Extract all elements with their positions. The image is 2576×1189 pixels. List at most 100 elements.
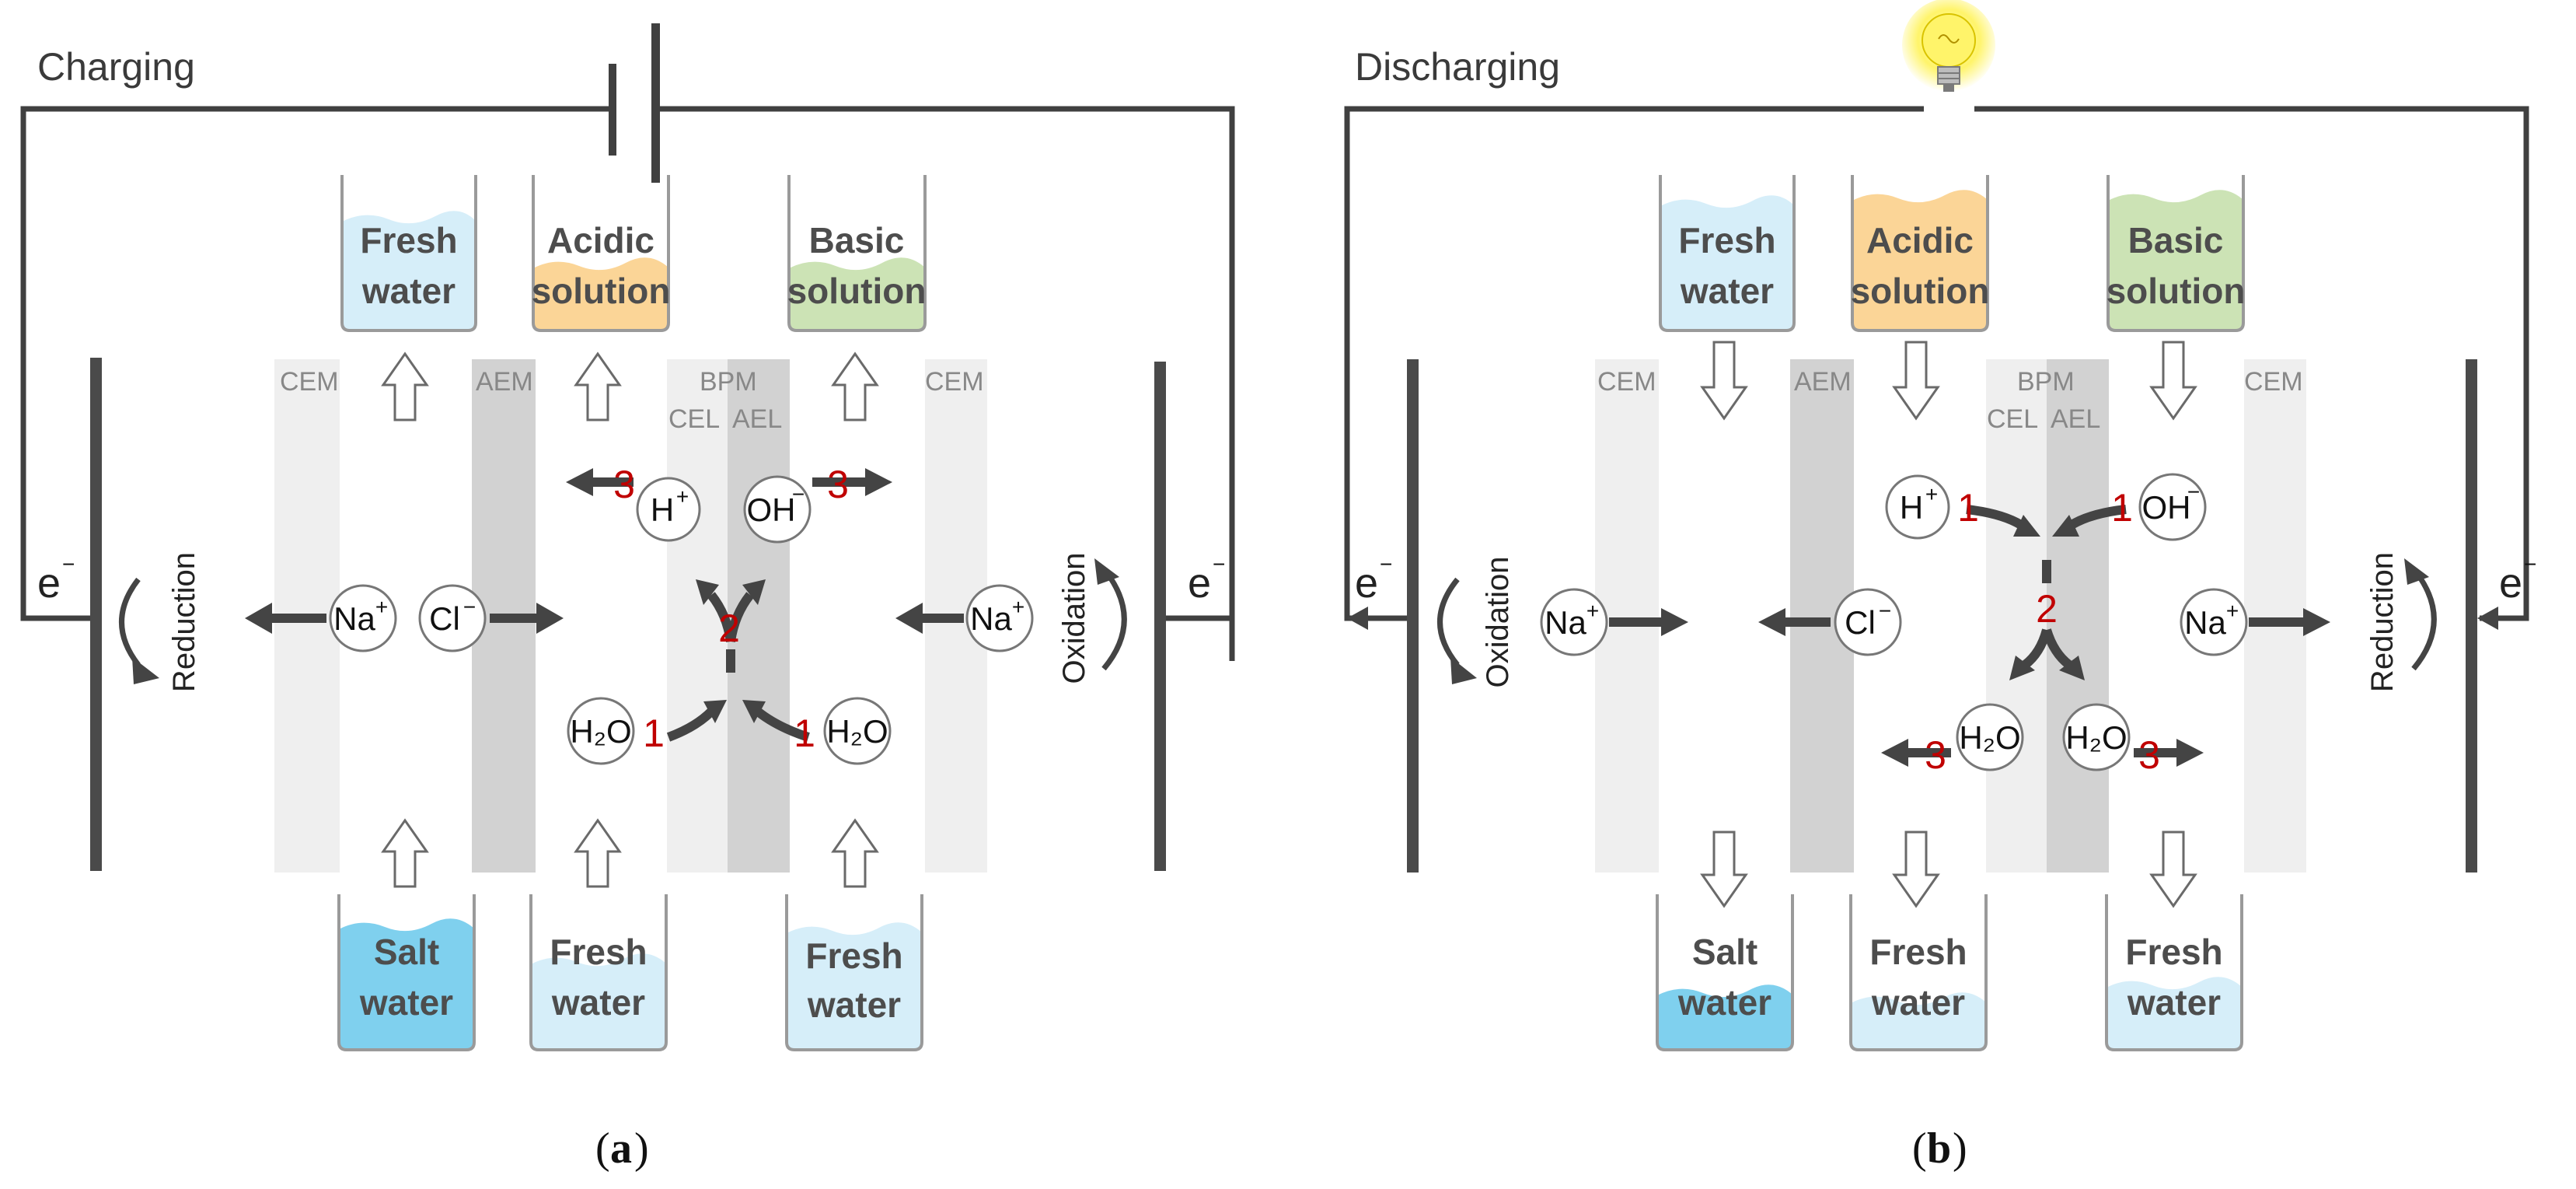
svg-text:Na: Na bbox=[333, 600, 375, 637]
panel-a-arrow-h2o-left bbox=[666, 708, 715, 742]
panel-a-oxidation-label: Oxidation bbox=[1057, 553, 1091, 684]
panel-a-flow-arrow-bottom-2 bbox=[574, 818, 622, 888]
panel-b-anode-plate bbox=[1407, 359, 1419, 873]
panel-a-flow-arrow-bottom-1 bbox=[381, 818, 429, 888]
panel-a-arrowhead-split-right bbox=[742, 579, 766, 605]
panel-a-electron-left: e − bbox=[37, 552, 75, 607]
svg-text:Acidic: Acidic bbox=[1866, 220, 1974, 261]
panel-a-beaker-bottom-salt: Salt water bbox=[337, 894, 476, 1051]
panel-a-label-cem-left: CEM bbox=[280, 367, 339, 397]
panel-b-ion-h2o-left: H₂O bbox=[1956, 703, 2024, 771]
battery-icon bbox=[609, 23, 660, 183]
panel-b-ion-h2o-right: H₂O bbox=[2062, 703, 2131, 771]
panel-b-step-3-right: 3 bbox=[2138, 733, 2160, 777]
panel-a-label-aem: AEM bbox=[476, 367, 533, 397]
svg-text:water: water bbox=[359, 982, 453, 1023]
panel-b-step-3-left: 3 bbox=[1925, 733, 1946, 777]
panel-b-flow-arrow-top-2 bbox=[1892, 341, 1940, 421]
panel-a-electron-right: e − bbox=[1188, 552, 1225, 607]
panel-a-flow-arrow-bottom-3 bbox=[831, 818, 879, 888]
panel-b-flow-arrow-top-3 bbox=[2149, 341, 2197, 421]
panel-b-electron-left: e − bbox=[1355, 552, 1392, 607]
panel-b-ion-cl: Cl − bbox=[1834, 588, 1902, 656]
panel-a-ion-h2o-right: H₂O bbox=[823, 697, 892, 765]
panel-a-label-cem-right: CEM bbox=[925, 367, 984, 397]
panel-a-label-bpm: BPM bbox=[700, 367, 757, 397]
panel-b-electron-arrowhead-right bbox=[2477, 607, 2498, 630]
panel-a-beaker-top-fresh: Fresh water bbox=[340, 175, 477, 332]
svg-text:−: − bbox=[2187, 480, 2200, 504]
panel-a-oxidation-arrowhead bbox=[1094, 558, 1119, 585]
panel-b-cem-right bbox=[2244, 359, 2306, 873]
svg-text:water: water bbox=[1680, 271, 1774, 311]
svg-text:water: water bbox=[807, 984, 901, 1025]
panel-a-arrow-h2o-right bbox=[755, 708, 810, 742]
panel-a-label-ael: AEL bbox=[732, 404, 782, 434]
svg-text:solution: solution bbox=[532, 271, 671, 311]
svg-text:(: ( bbox=[1912, 1124, 1927, 1173]
svg-text:−: − bbox=[1213, 552, 1225, 576]
panel-b-beaker-top-acidic: Acidic solution bbox=[1851, 175, 1989, 332]
panel-b: Discharging CEM AEM bbox=[1344, 0, 2536, 1173]
svg-text:water: water bbox=[2127, 982, 2221, 1023]
svg-text:−: − bbox=[62, 552, 75, 576]
svg-text:Cl: Cl bbox=[429, 600, 460, 637]
svg-text:e: e bbox=[37, 560, 61, 607]
panel-b-caption: ( b ) bbox=[1912, 1124, 1967, 1173]
panel-a-arrowhead-na-right bbox=[895, 603, 923, 634]
panel-b-step-1-left: 1 bbox=[1957, 486, 1979, 530]
svg-text:H₂O: H₂O bbox=[1959, 719, 2020, 756]
svg-text:e: e bbox=[2499, 560, 2522, 607]
svg-text:a: a bbox=[610, 1124, 632, 1173]
svg-text:−: − bbox=[1380, 552, 1392, 576]
svg-text:solution: solution bbox=[787, 271, 927, 311]
panel-b-label-aem: AEM bbox=[1794, 367, 1852, 397]
panel-b-electron-arrowhead-left bbox=[1347, 607, 1368, 630]
panel-a-step-1-left: 1 bbox=[643, 712, 665, 755]
panel-b-ion-na-right: Na + bbox=[2180, 588, 2248, 656]
panel-b-oxidation-arrow bbox=[1437, 577, 1460, 667]
svg-text:Salt: Salt bbox=[374, 932, 439, 972]
panel-b-flow-arrow-bottom-2 bbox=[1892, 831, 1940, 908]
panel-b-beaker-bottom-fresh-2: Fresh water bbox=[2105, 894, 2243, 1051]
light-bulb-icon bbox=[1902, 0, 1995, 92]
panel-b-arrowhead-na-right bbox=[2303, 608, 2330, 636]
svg-text:water: water bbox=[551, 982, 645, 1023]
svg-text:+: + bbox=[375, 595, 388, 619]
svg-text:+: + bbox=[1012, 595, 1024, 619]
panel-b-flow-arrow-top-1 bbox=[1700, 341, 1748, 421]
svg-text:H: H bbox=[1900, 489, 1923, 526]
panel-a-reduction-label: Reduction bbox=[167, 552, 201, 692]
panel-b-arrow-oh-in bbox=[2068, 505, 2127, 530]
panel-b-label-bpm: BPM bbox=[2017, 367, 2075, 397]
svg-text:H: H bbox=[651, 491, 674, 528]
panel-b-heading: Discharging bbox=[1355, 45, 1560, 89]
panel-b-step-1-right: 1 bbox=[2111, 486, 2133, 530]
panel-b-wire-right bbox=[1974, 106, 2529, 621]
panel-b-arrowhead-h2o-left bbox=[1881, 739, 1908, 767]
panel-b-label-cel: CEL bbox=[1987, 404, 2038, 434]
panel-a-cathode-plate bbox=[90, 358, 102, 871]
panel-a-ion-oh: OH − bbox=[743, 475, 812, 544]
panel-b-flow-arrow-bottom-3 bbox=[2149, 831, 2197, 908]
panel-b-electron-right: e − bbox=[2499, 552, 2536, 607]
panel-b-arrow-h-in bbox=[1966, 505, 2024, 530]
panel-a-reduction-arrowhead bbox=[132, 657, 159, 684]
panel-a-wire-right bbox=[657, 106, 1235, 661]
svg-text:OH: OH bbox=[747, 491, 796, 528]
svg-text:Fresh: Fresh bbox=[1869, 932, 1967, 972]
svg-text:H₂O: H₂O bbox=[2065, 719, 2127, 756]
panel-a-arrowhead-oh-out bbox=[865, 468, 892, 496]
panel-a-bpm-cel bbox=[667, 359, 728, 873]
panel-b-arrowhead-na-left bbox=[1661, 608, 1688, 636]
panel-a-caption: ( a ) bbox=[595, 1124, 649, 1173]
panel-a-step-2: 2 bbox=[718, 607, 740, 650]
panel-a-label-cel: CEL bbox=[668, 404, 720, 434]
panel-a-arrowhead-cl bbox=[536, 603, 564, 634]
panel-a-oxidation-arrow bbox=[1101, 572, 1127, 671]
panel-b-reduction-arrow bbox=[2411, 572, 2437, 671]
svg-text:+: + bbox=[1586, 599, 1599, 623]
svg-text:Fresh: Fresh bbox=[550, 932, 647, 972]
panel-a-arrowhead-split-left bbox=[696, 579, 719, 605]
panel-a: Charging CEM AEM BPM CEL AEL CEM bbox=[20, 23, 1235, 1173]
